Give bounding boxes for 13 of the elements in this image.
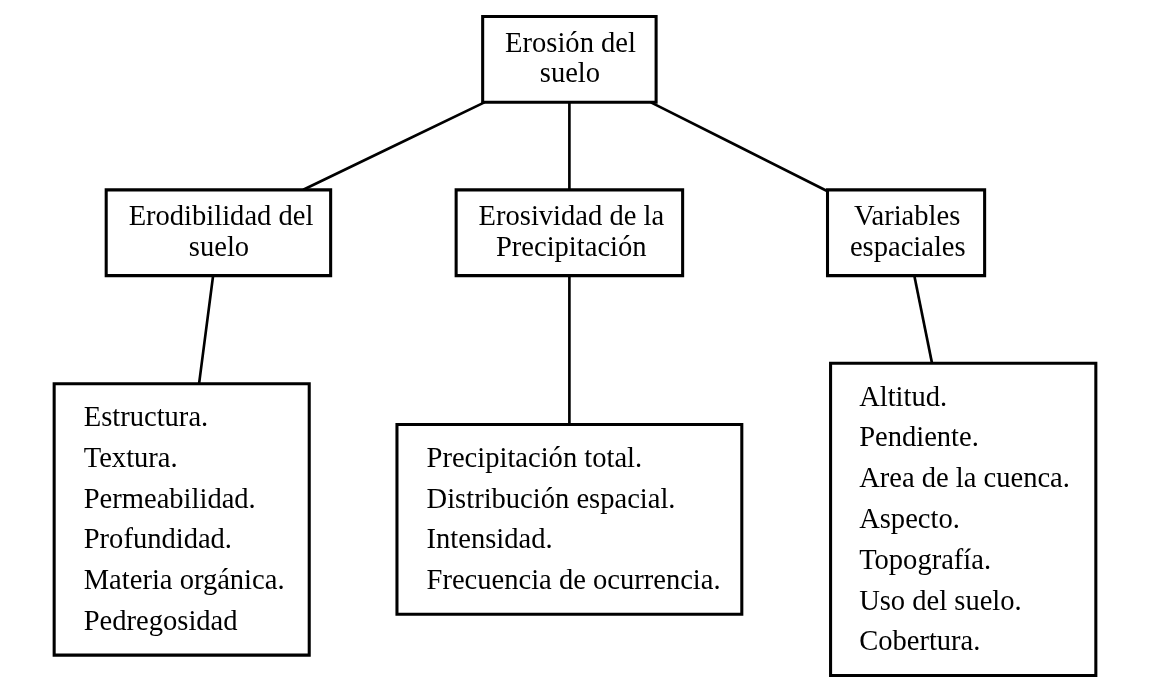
node-box: Variables espaciales	[826, 188, 987, 278]
node-box: Erodibilidad del suelo	[104, 188, 333, 278]
connector	[197, 275, 215, 384]
node-box: Erosión del suelo	[481, 14, 658, 104]
connector	[568, 102, 571, 190]
connector	[650, 101, 828, 193]
connector	[302, 101, 485, 191]
node-box: Precipitación total. Distribución espacial. Intensidad. Frecuencia de ocurrencia.	[395, 423, 744, 616]
node-box: Erosividad de la Precipitación	[454, 188, 685, 278]
connector	[913, 275, 934, 364]
connector	[568, 275, 571, 425]
node-box: Altitud. Pendiente. Area de la cuenca. Aspecto. Topografía. Uso del suelo. Cobertura.	[829, 361, 1098, 678]
node-box: Estructura. Textura. Permeabilidad. Profundidad. Materia orgánica. Pedregosidad	[52, 382, 311, 657]
